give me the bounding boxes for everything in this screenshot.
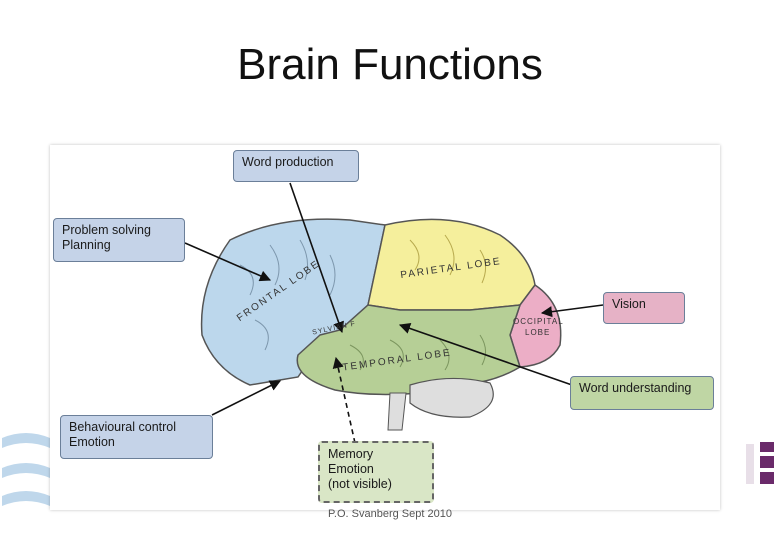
brain-diagram: FRONTAL LOBE PARIETAL LOBE TEMPORAL LOBE…: [50, 145, 720, 510]
cerebellum: [409, 377, 494, 418]
arrow-word-understanding: [398, 323, 573, 386]
brainstem: [387, 392, 407, 431]
slide-title: Brain Functions: [237, 40, 543, 89]
arrow-behavioural-control: [211, 380, 282, 416]
decorative-logo-left: [0, 418, 52, 516]
word-understanding-box: Word understanding: [570, 376, 714, 410]
emotion-label-2: Emotion: [328, 462, 374, 476]
word-production-box: Word production: [233, 150, 359, 182]
word-understanding-label: Word understanding: [579, 381, 692, 395]
brain-svg: [184, 182, 604, 444]
problem-solving-box: Problem solving Planning: [53, 218, 185, 262]
footer-credit: P.O. Svanberg Sept 2010: [328, 508, 452, 520]
arrow-vision: [540, 304, 604, 318]
behavioural-control-box: Behavioural control Emotion: [60, 415, 213, 459]
problem-solving-label: Problem solving: [62, 223, 151, 237]
vision-label: Vision: [612, 297, 646, 311]
behavioural-control-label: Behavioural control: [69, 420, 177, 434]
arrow-word-production: [289, 182, 344, 334]
vision-box: Vision: [603, 292, 685, 324]
emotion-label-1: Emotion: [69, 435, 115, 449]
memory-label: Memory: [328, 447, 374, 461]
arrow-problem-solving: [184, 242, 272, 282]
word-production-label: Word production: [242, 155, 334, 169]
occipital-lobe-label-2: LOBE: [525, 328, 551, 337]
arrow-memory: [332, 356, 356, 444]
university-logo: [742, 440, 778, 492]
frontal-lobe: [200, 218, 386, 386]
occipital-lobe-label-1: OCCIPITAL: [513, 317, 564, 326]
planning-label: Planning: [62, 238, 111, 252]
not-visible-label: (not visible): [328, 477, 392, 491]
memory-box: Memory Emotion (not visible): [318, 441, 434, 503]
